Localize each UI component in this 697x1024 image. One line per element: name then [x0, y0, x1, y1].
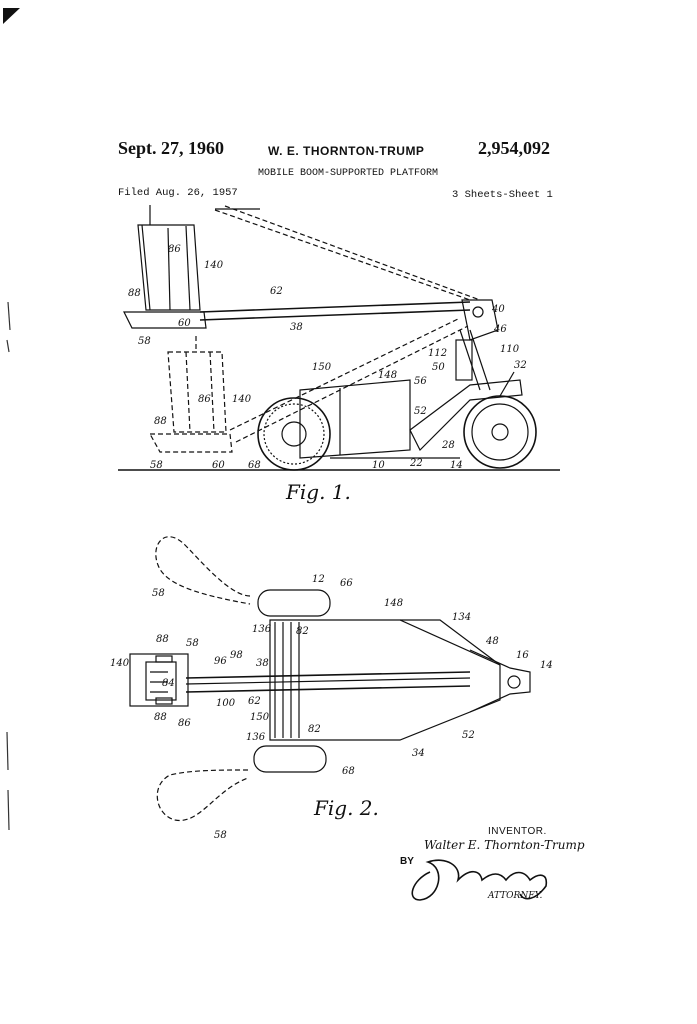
filed-date: Filed Aug. 26, 1957	[118, 187, 238, 199]
ref-numeral: 46	[493, 324, 507, 335]
ref-numeral: 88	[156, 634, 169, 645]
ref-numeral: 66	[340, 578, 353, 589]
ref-numeral: 38	[256, 658, 269, 669]
ref-numeral: 88	[154, 712, 167, 723]
ref-numeral: 88	[154, 416, 167, 427]
inventor-header: W. E. THORNTON-TRUMP	[268, 144, 425, 158]
figure-1-label: Fig. 1.	[286, 480, 351, 504]
ref-numeral: 98	[230, 650, 243, 661]
fig1-reference-numerals: 86 140 88 60 58 62 38 40 46 110 32 112 5…	[128, 244, 527, 471]
ref-numeral: 96	[214, 656, 227, 667]
fig2-drawing	[129, 536, 531, 821]
ref-numeral: 14	[540, 660, 553, 671]
by-label: BY	[400, 856, 414, 867]
inventor-label: INVENTOR.	[488, 826, 547, 837]
ref-numeral: 48	[485, 636, 499, 647]
ref-numeral: 38	[290, 322, 303, 333]
ref-numeral: 88	[128, 288, 141, 299]
attorney-label: ATTORNEY.	[488, 891, 543, 901]
ref-numeral: 58	[214, 830, 227, 841]
ref-numeral: 86	[178, 718, 191, 729]
ref-numeral: 68	[342, 766, 355, 777]
corner-mark	[3, 8, 20, 24]
ref-numeral: 100	[216, 698, 236, 709]
ref-numeral: 150	[250, 712, 270, 723]
ref-numeral: 14	[450, 460, 463, 471]
ref-numeral: 32	[514, 360, 527, 371]
ref-numeral: 112	[428, 348, 447, 359]
ref-numeral: 58	[138, 336, 151, 347]
ref-numeral: 60	[178, 318, 191, 329]
ref-numeral: 52	[414, 406, 427, 417]
patent-number: 2,954,092	[478, 138, 550, 158]
ref-numeral: 140	[110, 658, 130, 669]
sheet-count: 3 Sheets-Sheet 1	[452, 189, 553, 201]
patent-title: MOBILE BOOM-SUPPORTED PLATFORM	[258, 168, 439, 179]
ref-numeral: 62	[248, 696, 261, 707]
ref-numeral: 16	[516, 650, 529, 661]
ref-numeral: 22	[409, 458, 423, 469]
ref-numeral: 58	[150, 460, 163, 471]
attorney-signature	[411, 859, 548, 901]
patent-date: Sept. 27, 1960	[118, 138, 225, 158]
ref-numeral: 40	[491, 304, 505, 315]
fig2-reference-numerals: 58 12 66 148 134 136 82 88 58 140 84 96 …	[110, 574, 553, 841]
ref-numeral: 148	[378, 370, 397, 381]
ref-numeral: 58	[152, 588, 165, 599]
scan-marks	[6, 301, 11, 831]
ref-numeral: 84	[162, 678, 175, 689]
ref-numeral: 58	[186, 638, 199, 649]
ref-numeral: 56	[414, 376, 427, 387]
ref-numeral: 82	[296, 626, 309, 637]
ref-numeral: 10	[372, 460, 385, 471]
ref-numeral: 50	[432, 362, 445, 373]
ref-numeral: 140	[204, 260, 224, 271]
ref-numeral: 28	[441, 440, 455, 451]
ref-numeral: 86	[198, 394, 211, 405]
ref-numeral: 52	[462, 730, 475, 741]
ref-numeral: 150	[312, 362, 332, 373]
ref-numeral: 12	[312, 574, 325, 585]
fig1-drawing	[118, 205, 560, 471]
ref-numeral: 136	[246, 732, 266, 743]
ref-numeral: 68	[248, 460, 261, 471]
ref-numeral: 110	[500, 344, 520, 355]
ref-numeral: 62	[270, 286, 283, 297]
ref-numeral: 82	[308, 724, 321, 735]
ref-numeral: 148	[384, 598, 403, 609]
figure-2-label: Fig. 2.	[314, 796, 379, 820]
ref-numeral: 136	[252, 624, 272, 635]
inventor-name: Walter E. Thornton-Trump	[424, 838, 585, 852]
ref-numeral: 34	[412, 748, 425, 759]
ref-numeral: 134	[452, 612, 471, 623]
ref-numeral: 60	[212, 460, 225, 471]
ref-numeral: 86	[168, 244, 181, 255]
ref-numeral: 140	[232, 394, 252, 405]
